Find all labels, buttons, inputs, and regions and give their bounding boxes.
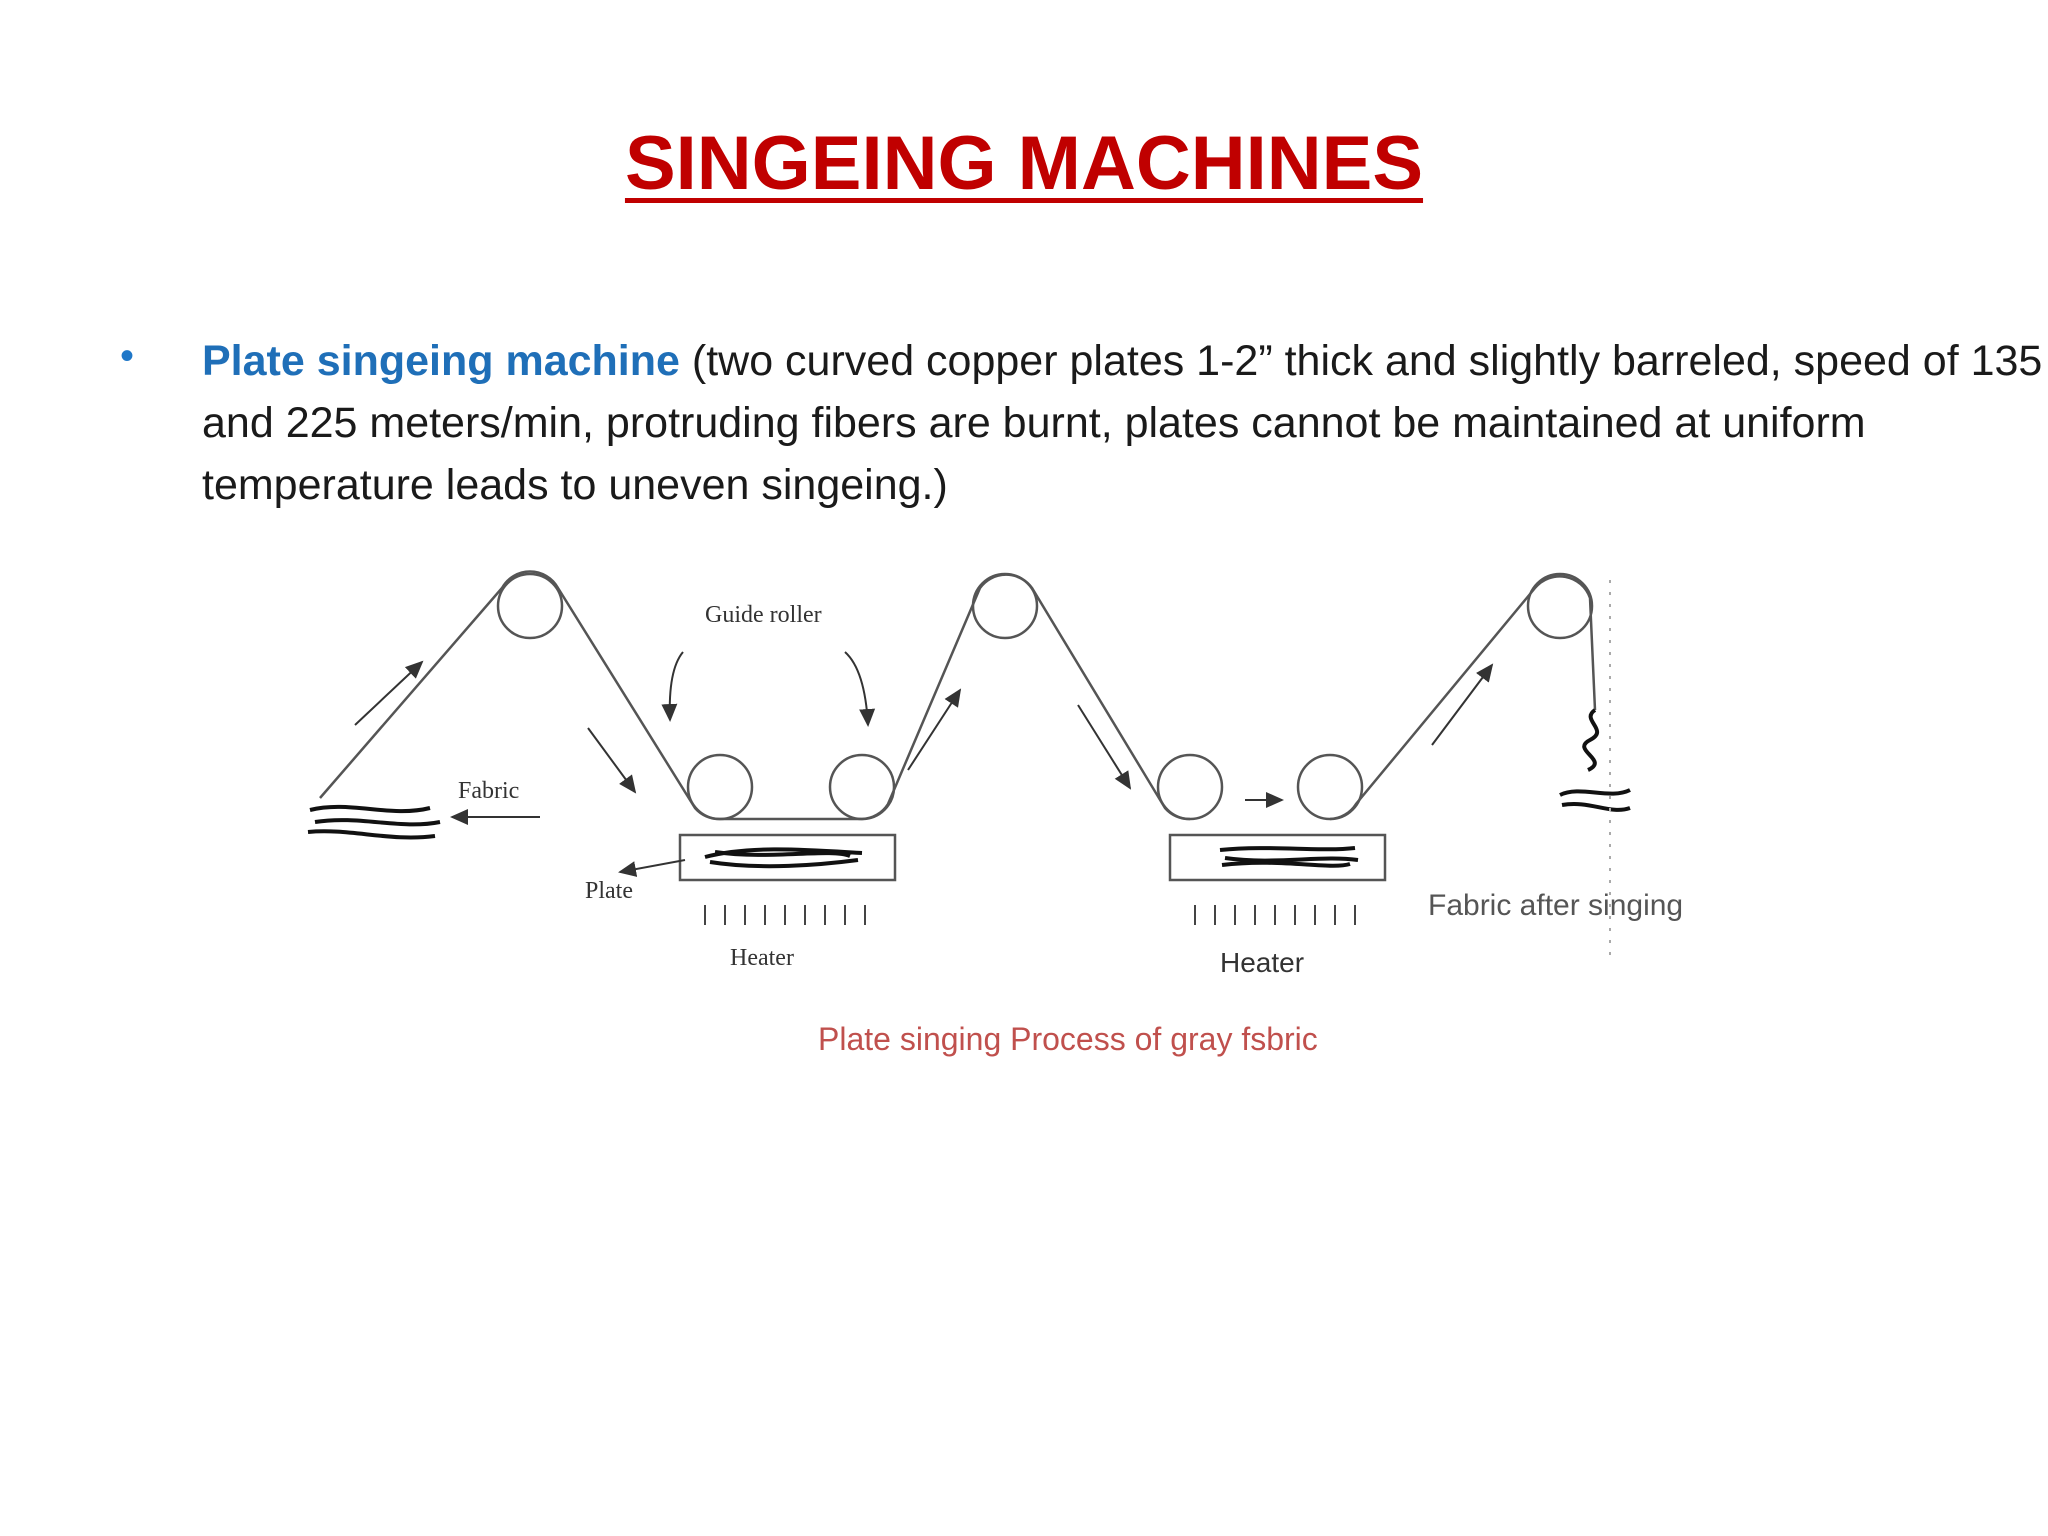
bullet-text: Plate singeing machine (two curved coppe…	[202, 330, 2048, 516]
diagram-svg: Guide roller Fabric Plate Heater Heater …	[307, 570, 1683, 1057]
plate-scribble-1	[704, 847, 863, 869]
arrow-guide-1	[661, 651, 684, 722]
arrow-up-3	[1431, 663, 1494, 746]
label-fabric: Fabric	[458, 778, 519, 804]
plate-box-2	[1168, 833, 1387, 882]
arrow-plate	[618, 859, 686, 877]
label-plate: Plate	[585, 878, 633, 904]
plate-singeing-diagram: Guide roller Fabric Plate Heater Heater …	[190, 560, 1780, 1120]
diagram-caption: Plate singing Process of gray fsbric	[818, 1021, 1318, 1057]
label-fabric-after: Fabric after singing	[1428, 889, 1683, 922]
heater-ticks-2	[1194, 905, 1356, 925]
heater-ticks-1	[704, 905, 866, 925]
label-guide-roller: Guide roller	[705, 602, 822, 628]
arrow-up-1	[354, 660, 424, 726]
arrow-guide-2	[844, 651, 876, 727]
label-heater-left: Heater	[730, 945, 794, 971]
top-roller-1	[496, 572, 564, 640]
label-heater-right: Heater	[1220, 947, 1304, 978]
top-roller-3	[1526, 572, 1594, 640]
bullet-lead: Plate singeing machine	[202, 337, 680, 385]
plate-scribble-2	[1219, 846, 1359, 868]
bullet-body: (two curved copper plates 1-2” thick and…	[202, 337, 2043, 509]
arrow-down-2	[1077, 704, 1132, 790]
bullet-dot-icon: •	[120, 334, 135, 378]
fabric-pile-left	[307, 804, 441, 840]
fabric-pile-right	[1559, 708, 1631, 812]
fabric-path	[319, 570, 1597, 821]
arrow-up-2	[907, 688, 962, 771]
plate-box-1	[678, 833, 897, 882]
arrow-down-1	[587, 727, 637, 794]
slide-title: SINGEING MACHINES	[624, 121, 1424, 206]
